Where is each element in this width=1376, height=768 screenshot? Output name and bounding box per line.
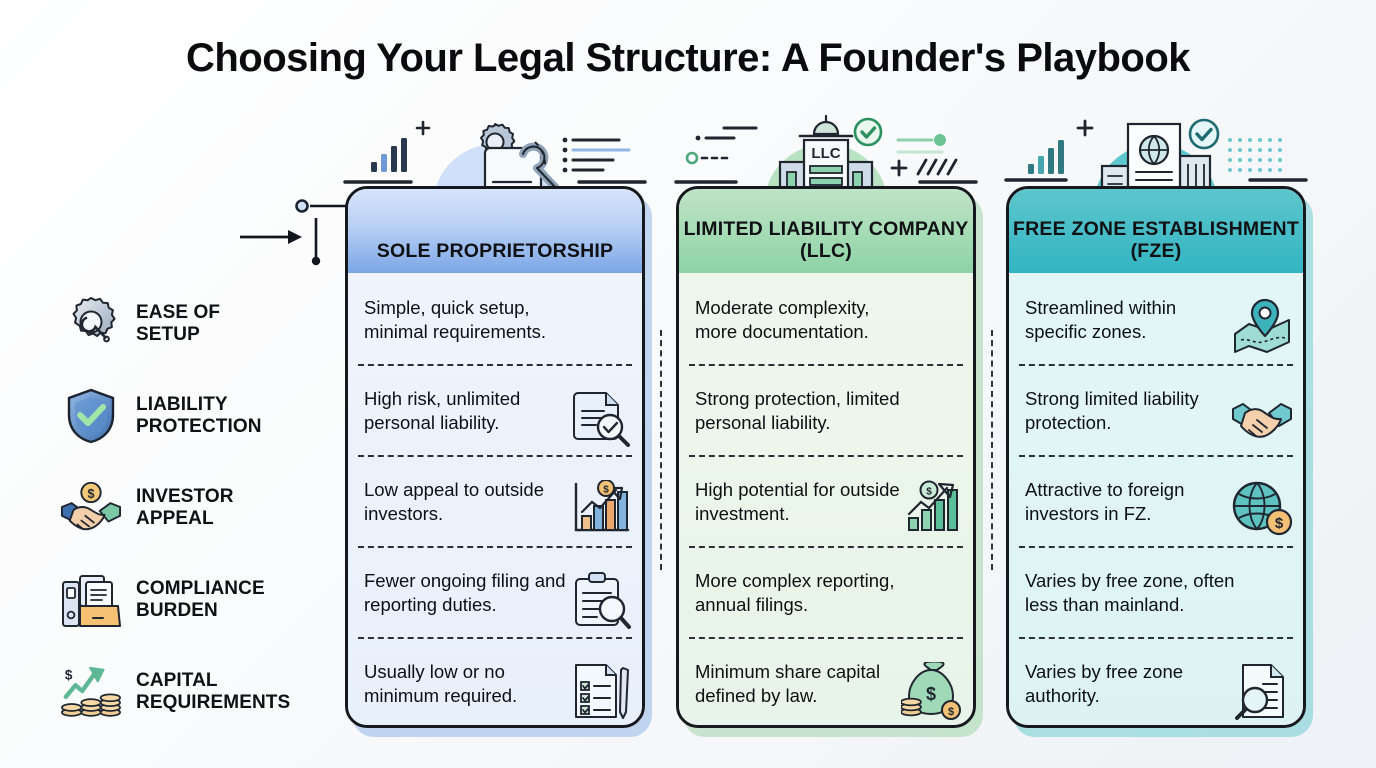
cell-text: Low appeal to outside investors.: [364, 478, 544, 524]
clipboard-magnifier-icon: [575, 572, 631, 629]
svg-text:$: $: [948, 706, 954, 718]
money-bag-coins-icon: $ $: [901, 662, 961, 720]
cell: Varies by free zone, often less than mai…: [1009, 546, 1303, 637]
coins-growth-icon: $: [60, 661, 122, 723]
checklist-pen-icon: [575, 664, 629, 719]
svg-text:$: $: [603, 485, 609, 496]
cell: Simple, quick setup, minimal requirement…: [348, 273, 642, 364]
cell: Varies by free zone authority.: [1009, 637, 1303, 725]
cell: More complex reporting, annual filings.: [679, 546, 973, 637]
cell-text: Attractive to foreign investors in FZ.: [1025, 478, 1185, 524]
cell: Moderate complexity, more documentation.: [679, 273, 973, 364]
cell: Streamlined within specific zones.: [1009, 273, 1303, 364]
cell-text: Moderate complexity, more documentation.: [695, 296, 870, 342]
bar-chart-coin-icon: $: [574, 480, 630, 532]
column-header-label: SOLE PROPRIETORSHIP: [376, 239, 614, 262]
cell-text: Fewer ongoing filing and reporting dutie…: [364, 569, 566, 615]
svg-text:$: $: [88, 487, 95, 501]
cell: Low appeal to outside investors. $: [348, 455, 642, 546]
document-magnifier-icon: [1235, 664, 1284, 720]
cell-text: Streamlined within specific zones.: [1025, 296, 1177, 342]
folder-documents-icon: [60, 569, 122, 631]
cell-text: More complex reporting, annual filings.: [695, 569, 895, 615]
flow-connector: [240, 199, 348, 266]
document-magnifier-icon: [573, 392, 630, 447]
column-header-label: FREE ZONE ESTABLISHMENT (FZE): [1013, 217, 1299, 262]
cell-text: Varies by free zone, often less than mai…: [1025, 569, 1235, 615]
svg-text:$: $: [65, 667, 73, 682]
cell: Strong limited liability protection.: [1009, 364, 1303, 455]
cell: Strong protection, limited personal liab…: [679, 364, 973, 455]
column-card-fze[interactable]: FREE ZONE ESTABLISHMENT (FZE) Streamline…: [1006, 186, 1306, 728]
column-card-llc[interactable]: LIMITED LIABILITY COMPANY (LLC) Moderate…: [676, 186, 976, 728]
column-body: Streamlined within specific zones. Stron…: [1009, 273, 1303, 725]
bar-chart-coin-icon: $: [907, 480, 958, 531]
column-gutter-divider: [991, 330, 993, 570]
cell: Usually low or no minimum required.: [348, 637, 642, 725]
column-header: LIMITED LIABILITY COMPANY (LLC): [679, 189, 973, 273]
cell-text: Strong limited liability protection.: [1025, 387, 1199, 433]
cell-text: Varies by free zone authority.: [1025, 660, 1184, 706]
cell: Minimum share capital defined by law. $ …: [679, 637, 973, 725]
column-card-sole-proprietorship[interactable]: SOLE PROPRIETORSHIP Simple, quick setup,…: [345, 186, 645, 728]
svg-text:$: $: [1275, 515, 1284, 532]
cell-text: Usually low or no minimum required.: [364, 660, 518, 706]
cell: Fewer ongoing filing and reporting dutie…: [348, 546, 642, 637]
cell-text: High potential for outside investment.: [695, 478, 900, 524]
svg-text:$: $: [926, 684, 936, 704]
handshake-coin-icon: $: [60, 477, 122, 539]
handshake-icon: [1232, 403, 1292, 438]
cell: Attractive to foreign investors in FZ. $: [1009, 455, 1303, 546]
map-pin-icon: [1234, 298, 1290, 353]
shield-check-icon: [60, 385, 122, 447]
svg-text:LLC: LLC: [811, 145, 840, 162]
column-body: Moderate complexity, more documentation.…: [679, 273, 973, 725]
column-header-label: LIMITED LIABILITY COMPANY (LLC): [683, 217, 969, 262]
cell-text: Strong protection, limited personal liab…: [695, 387, 900, 433]
globe-coin-icon: $: [1232, 481, 1293, 536]
page-title: Choosing Your Legal Structure: A Founder…: [185, 36, 1191, 80]
cell-text: Minimum share capital defined by law.: [695, 660, 881, 706]
cell: High risk, unlimited personal liability.: [348, 364, 642, 455]
column-gutter-divider: [660, 330, 662, 570]
cell-text: High risk, unlimited personal liability.: [364, 387, 521, 433]
cell-text: Simple, quick setup, minimal requirement…: [364, 296, 546, 342]
column-header: FREE ZONE ESTABLISHMENT (FZE): [1009, 189, 1303, 273]
cell: High potential for outside investment. $: [679, 455, 973, 546]
gear-wrench-icon: [60, 293, 122, 355]
column-header: SOLE PROPRIETORSHIP: [348, 189, 642, 273]
svg-text:$: $: [926, 487, 932, 498]
column-body: Simple, quick setup, minimal requirement…: [348, 273, 642, 725]
